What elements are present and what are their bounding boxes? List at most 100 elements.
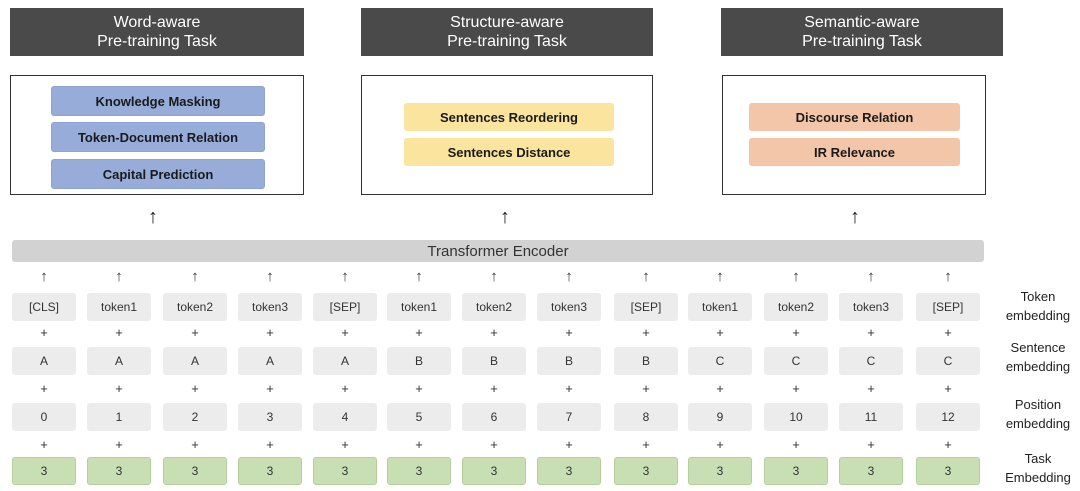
plus-icon: +	[415, 381, 423, 396]
plus-icon: +	[490, 325, 498, 340]
plus-icon: +	[191, 437, 199, 452]
plus-icon: +	[40, 325, 48, 340]
task-cell: 3	[238, 457, 302, 485]
token-cell: token2	[764, 293, 828, 321]
token-cell: token3	[537, 293, 601, 321]
token-cell: [SEP]	[916, 293, 980, 321]
up-arrow-icon: ↑	[490, 268, 498, 285]
up-arrow-icon: ↑	[341, 268, 349, 285]
plus-icon: +	[415, 325, 423, 340]
row-label-line2: embedding	[1005, 308, 1071, 323]
plus-icon: +	[642, 437, 650, 452]
token-cell: token1	[387, 293, 451, 321]
up-arrow-icon: ↑	[867, 268, 875, 285]
up-arrow-icon: ↑	[500, 206, 510, 228]
sentence-cell: B	[462, 347, 526, 375]
plus-icon: +	[867, 325, 875, 340]
up-arrow-icon: ↑	[716, 268, 724, 285]
up-arrow-icon: ↑	[944, 268, 952, 285]
token-embedding-label: Token embedding	[996, 287, 1080, 325]
position-cell: 12	[916, 403, 980, 431]
plus-icon: +	[415, 437, 423, 452]
task-title-line1: Structure-aware	[450, 14, 564, 31]
sentence-cell: B	[387, 347, 451, 375]
position-cell: 1	[87, 403, 151, 431]
plus-icon: +	[115, 381, 123, 396]
position-cell: 6	[462, 403, 526, 431]
task-title-line1: Semantic-aware	[804, 14, 920, 31]
up-arrow-icon: ↑	[792, 268, 800, 285]
plus-icon: +	[341, 381, 349, 396]
task-cell: 3	[688, 457, 752, 485]
position-cell: 10	[764, 403, 828, 431]
up-arrow-icon: ↑	[40, 268, 48, 285]
sentence-cell: C	[916, 347, 980, 375]
task-cell: 3	[87, 457, 151, 485]
token-cell: [SEP]	[614, 293, 678, 321]
sentence-cell: A	[87, 347, 151, 375]
plus-icon: +	[266, 381, 274, 396]
up-arrow-icon: ↑	[191, 268, 199, 285]
sentence-cell: A	[12, 347, 76, 375]
token-cell: token3	[839, 293, 903, 321]
task-title-line2: Pre-training Task	[97, 33, 217, 50]
row-label-line1: Sentence	[1010, 340, 1066, 355]
position-cell: 11	[839, 403, 903, 431]
plus-icon: +	[266, 325, 274, 340]
sentence-cell: A	[238, 347, 302, 375]
plus-icon: +	[867, 381, 875, 396]
plus-icon: +	[944, 381, 952, 396]
task-item: Knowledge Masking	[51, 86, 265, 116]
row-label-line1: Token	[1020, 289, 1056, 304]
task-item: Sentences Distance	[404, 138, 614, 166]
task-item: Token-Document Relation	[51, 122, 265, 152]
plus-icon: +	[490, 381, 498, 396]
position-cell: 2	[163, 403, 227, 431]
structure-aware-task-box	[361, 75, 653, 195]
up-arrow-icon: ↑	[565, 268, 573, 285]
position-cell: 4	[313, 403, 377, 431]
position-cell: 8	[614, 403, 678, 431]
plus-icon: +	[565, 437, 573, 452]
plus-icon: +	[642, 381, 650, 396]
token-cell: [CLS]	[12, 293, 76, 321]
plus-icon: +	[867, 437, 875, 452]
up-arrow-icon: ↑	[850, 206, 860, 228]
sentence-cell: C	[688, 347, 752, 375]
plus-icon: +	[716, 381, 724, 396]
plus-icon: +	[490, 437, 498, 452]
plus-icon: +	[191, 381, 199, 396]
task-cell: 3	[537, 457, 601, 485]
position-cell: 5	[387, 403, 451, 431]
task-cell: 3	[12, 457, 76, 485]
row-label-line1: Position	[1014, 397, 1062, 412]
plus-icon: +	[565, 325, 573, 340]
token-cell: token1	[688, 293, 752, 321]
sentence-cell: C	[839, 347, 903, 375]
task-item: Discourse Relation	[749, 103, 960, 131]
plus-icon: +	[944, 325, 952, 340]
position-cell: 0	[12, 403, 76, 431]
task-title-line1: Word-aware	[113, 14, 201, 31]
sentence-cell: B	[614, 347, 678, 375]
plus-icon: +	[40, 437, 48, 452]
plus-icon: +	[716, 437, 724, 452]
plus-icon: +	[944, 437, 952, 452]
task-cell: 3	[462, 457, 526, 485]
plus-icon: +	[266, 437, 274, 452]
task-cell: 3	[387, 457, 451, 485]
sentence-cell: C	[764, 347, 828, 375]
position-cell: 9	[688, 403, 752, 431]
sentence-cell: A	[163, 347, 227, 375]
up-arrow-icon: ↑	[415, 268, 423, 285]
sentence-cell: A	[313, 347, 377, 375]
position-cell: 7	[537, 403, 601, 431]
task-cell: 3	[916, 457, 980, 485]
plus-icon: +	[792, 381, 800, 396]
task-cell: 3	[614, 457, 678, 485]
plus-icon: +	[792, 325, 800, 340]
token-cell: [SEP]	[313, 293, 377, 321]
